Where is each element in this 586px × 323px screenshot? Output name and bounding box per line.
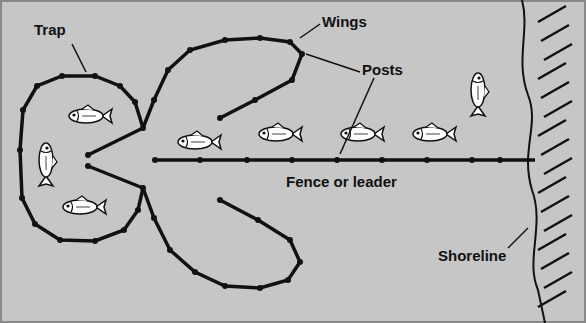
hatch-stroke bbox=[544, 101, 572, 117]
leader-line bbox=[300, 24, 320, 38]
hatch-stroke bbox=[541, 82, 569, 98]
fish bbox=[39, 143, 57, 186]
hatch-stroke bbox=[538, 120, 566, 136]
hatch-stroke bbox=[544, 158, 572, 174]
leader-line bbox=[72, 44, 86, 72]
fish bbox=[413, 123, 456, 141]
hatch-stroke bbox=[538, 63, 566, 79]
hatch-stroke bbox=[538, 234, 566, 250]
hatch-stroke bbox=[544, 215, 572, 231]
hatch-stroke bbox=[538, 291, 566, 307]
leader-line bbox=[340, 78, 374, 154]
leader-line bbox=[508, 228, 528, 248]
wings-label: Wings bbox=[322, 14, 367, 31]
hatch-stroke bbox=[538, 6, 566, 22]
hatch-stroke bbox=[541, 139, 569, 155]
hatch-stroke bbox=[544, 44, 572, 60]
trap-outline bbox=[20, 76, 143, 241]
trap-label: Trap bbox=[34, 22, 66, 39]
fence-leader bbox=[155, 158, 535, 162]
funnel bbox=[88, 166, 143, 188]
fish bbox=[63, 196, 106, 214]
shore-hatching bbox=[538, 6, 572, 307]
shoreline-label: Shoreline bbox=[438, 248, 506, 265]
lower-wing bbox=[143, 188, 300, 288]
fish bbox=[178, 131, 221, 149]
funnel bbox=[88, 128, 143, 155]
hatch-stroke bbox=[541, 196, 569, 212]
fish bbox=[69, 105, 112, 123]
upper-wing bbox=[143, 38, 302, 128]
fish bbox=[471, 73, 489, 116]
fence-label: Fence or leader bbox=[286, 174, 397, 191]
fish bbox=[259, 123, 302, 141]
hatch-stroke bbox=[538, 177, 566, 193]
hatch-stroke bbox=[541, 253, 569, 269]
posts-label: Posts bbox=[362, 62, 403, 79]
hatch-stroke bbox=[541, 25, 569, 41]
hatch-stroke bbox=[544, 272, 572, 288]
leader-line bbox=[306, 54, 360, 72]
